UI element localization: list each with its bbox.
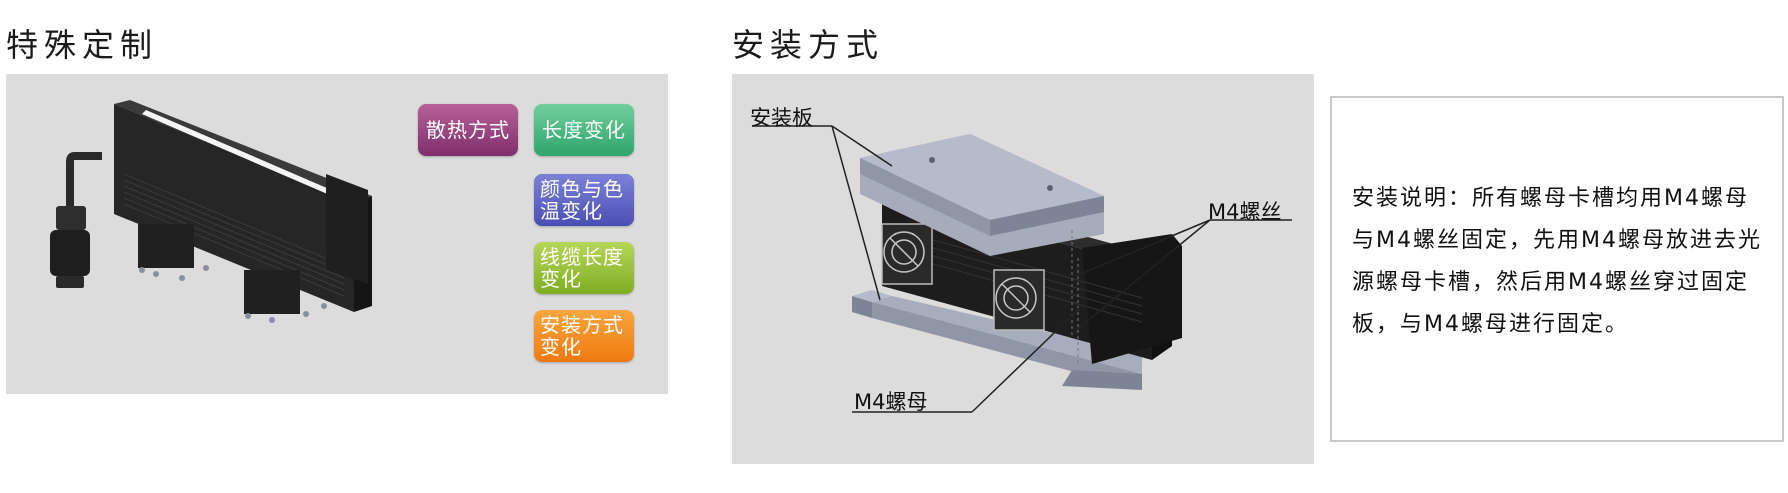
callout-m4-screw: M4螺丝: [1208, 200, 1282, 224]
installation-instructions-box: 安装说明：所有螺母卡槽均用M4螺母与M4螺丝固定，先用M4螺母放进去光源螺母卡槽…: [1330, 96, 1784, 442]
badge-mounting-change[interactable]: 安装方式变化: [534, 310, 634, 362]
callout-mounting-plate: 安装板: [750, 106, 813, 130]
badge-cable-length-change[interactable]: 线缆长度变化: [534, 242, 634, 294]
section-title-install: 安装方式: [732, 26, 885, 64]
section-title-custom: 特殊定制: [6, 26, 159, 64]
badge-cooling-method[interactable]: 散热方式: [418, 104, 518, 156]
custom-options-panel: 散热方式 长度变化 颜色与色温变化 线缆长度变化 安装方式变化: [6, 74, 668, 394]
light-bar-illustration: [50, 100, 372, 323]
callout-m4-nut: M4螺母: [854, 390, 928, 414]
badge-length-change[interactable]: 长度变化: [534, 104, 634, 156]
badge-color-temperature-change[interactable]: 颜色与色温变化: [534, 174, 634, 226]
installation-panel: 安装板 M4螺丝 M4螺母: [732, 74, 1314, 464]
installation-instructions-text: 安装说明：所有螺母卡槽均用M4螺母与M4螺丝固定，先用M4螺母放进去光源螺母卡槽…: [1352, 186, 1762, 337]
installation-diagram: [752, 125, 1292, 413]
